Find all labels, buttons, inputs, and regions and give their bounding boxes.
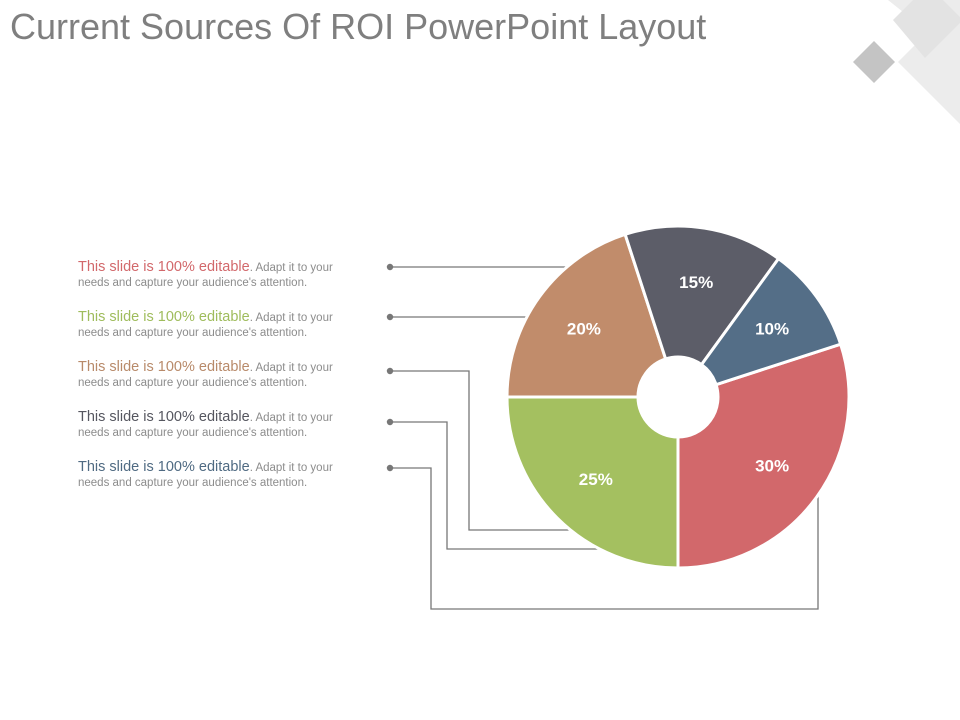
legend-item: This slide is 100% editable. Adapt it to… xyxy=(78,409,378,440)
legend-item-heading: This slide is 100% editable xyxy=(78,409,250,425)
legend-item: This slide is 100% editable. Adapt it to… xyxy=(78,309,378,340)
leader-dot xyxy=(386,367,394,375)
legend-item-heading: This slide is 100% editable xyxy=(78,459,250,475)
slice-label: 25% xyxy=(579,470,613,489)
slide-title: Current Sources Of ROI PowerPoint Layout xyxy=(10,6,707,47)
legend-item-heading: This slide is 100% editable xyxy=(78,259,250,275)
pie-slice xyxy=(700,257,843,387)
legend-item-text: . Adapt it to your xyxy=(249,412,333,424)
legend-item-text: . Adapt it to your xyxy=(249,462,333,474)
leader-line xyxy=(390,465,819,610)
pie-slice xyxy=(505,232,668,399)
chart-slices xyxy=(505,224,851,570)
leader-dot xyxy=(386,263,394,271)
legend-item-heading: This slide is 100% editable xyxy=(78,309,250,325)
legend-item-text: . Adapt it to your xyxy=(249,362,333,374)
leader-dot xyxy=(386,313,394,321)
legend-item-text: . Adapt it to your xyxy=(249,312,333,324)
legend-item-text: . Adapt it to your xyxy=(249,262,333,274)
slice-label: 15% xyxy=(679,273,713,292)
leader-dot xyxy=(386,464,394,472)
slice-label: 30% xyxy=(755,456,789,475)
legend-item-text-line2: needs and capture your audience's attent… xyxy=(78,377,308,389)
deco-dark-diamond xyxy=(853,41,895,83)
leader-dot xyxy=(386,418,394,426)
deco-mid-diamond xyxy=(893,0,960,58)
legend-item: This slide is 100% editable. Adapt it to… xyxy=(78,359,378,390)
pie-slice xyxy=(623,224,781,367)
pie-slice xyxy=(676,342,851,570)
legend-item-text-line2: needs and capture your audience's attent… xyxy=(78,327,308,339)
pie-slice xyxy=(505,395,680,570)
legend-item-text-line2: needs and capture your audience's attent… xyxy=(78,277,308,289)
slice-label: 20% xyxy=(567,320,601,339)
legend-item-heading: This slide is 100% editable xyxy=(78,359,250,375)
legend-item: This slide is 100% editable. Adapt it to… xyxy=(78,459,378,490)
slice-label: 10% xyxy=(755,320,789,339)
legend-item-text-line2: needs and capture your audience's attent… xyxy=(78,427,308,439)
chart-slice-labels: 30% 25% 20% 15% 10% xyxy=(567,273,789,489)
legend-item-text-line2: needs and capture your audience's attent… xyxy=(78,477,308,489)
leader-line xyxy=(390,421,615,550)
legend-item: This slide is 100% editable. Adapt it to… xyxy=(78,259,378,290)
